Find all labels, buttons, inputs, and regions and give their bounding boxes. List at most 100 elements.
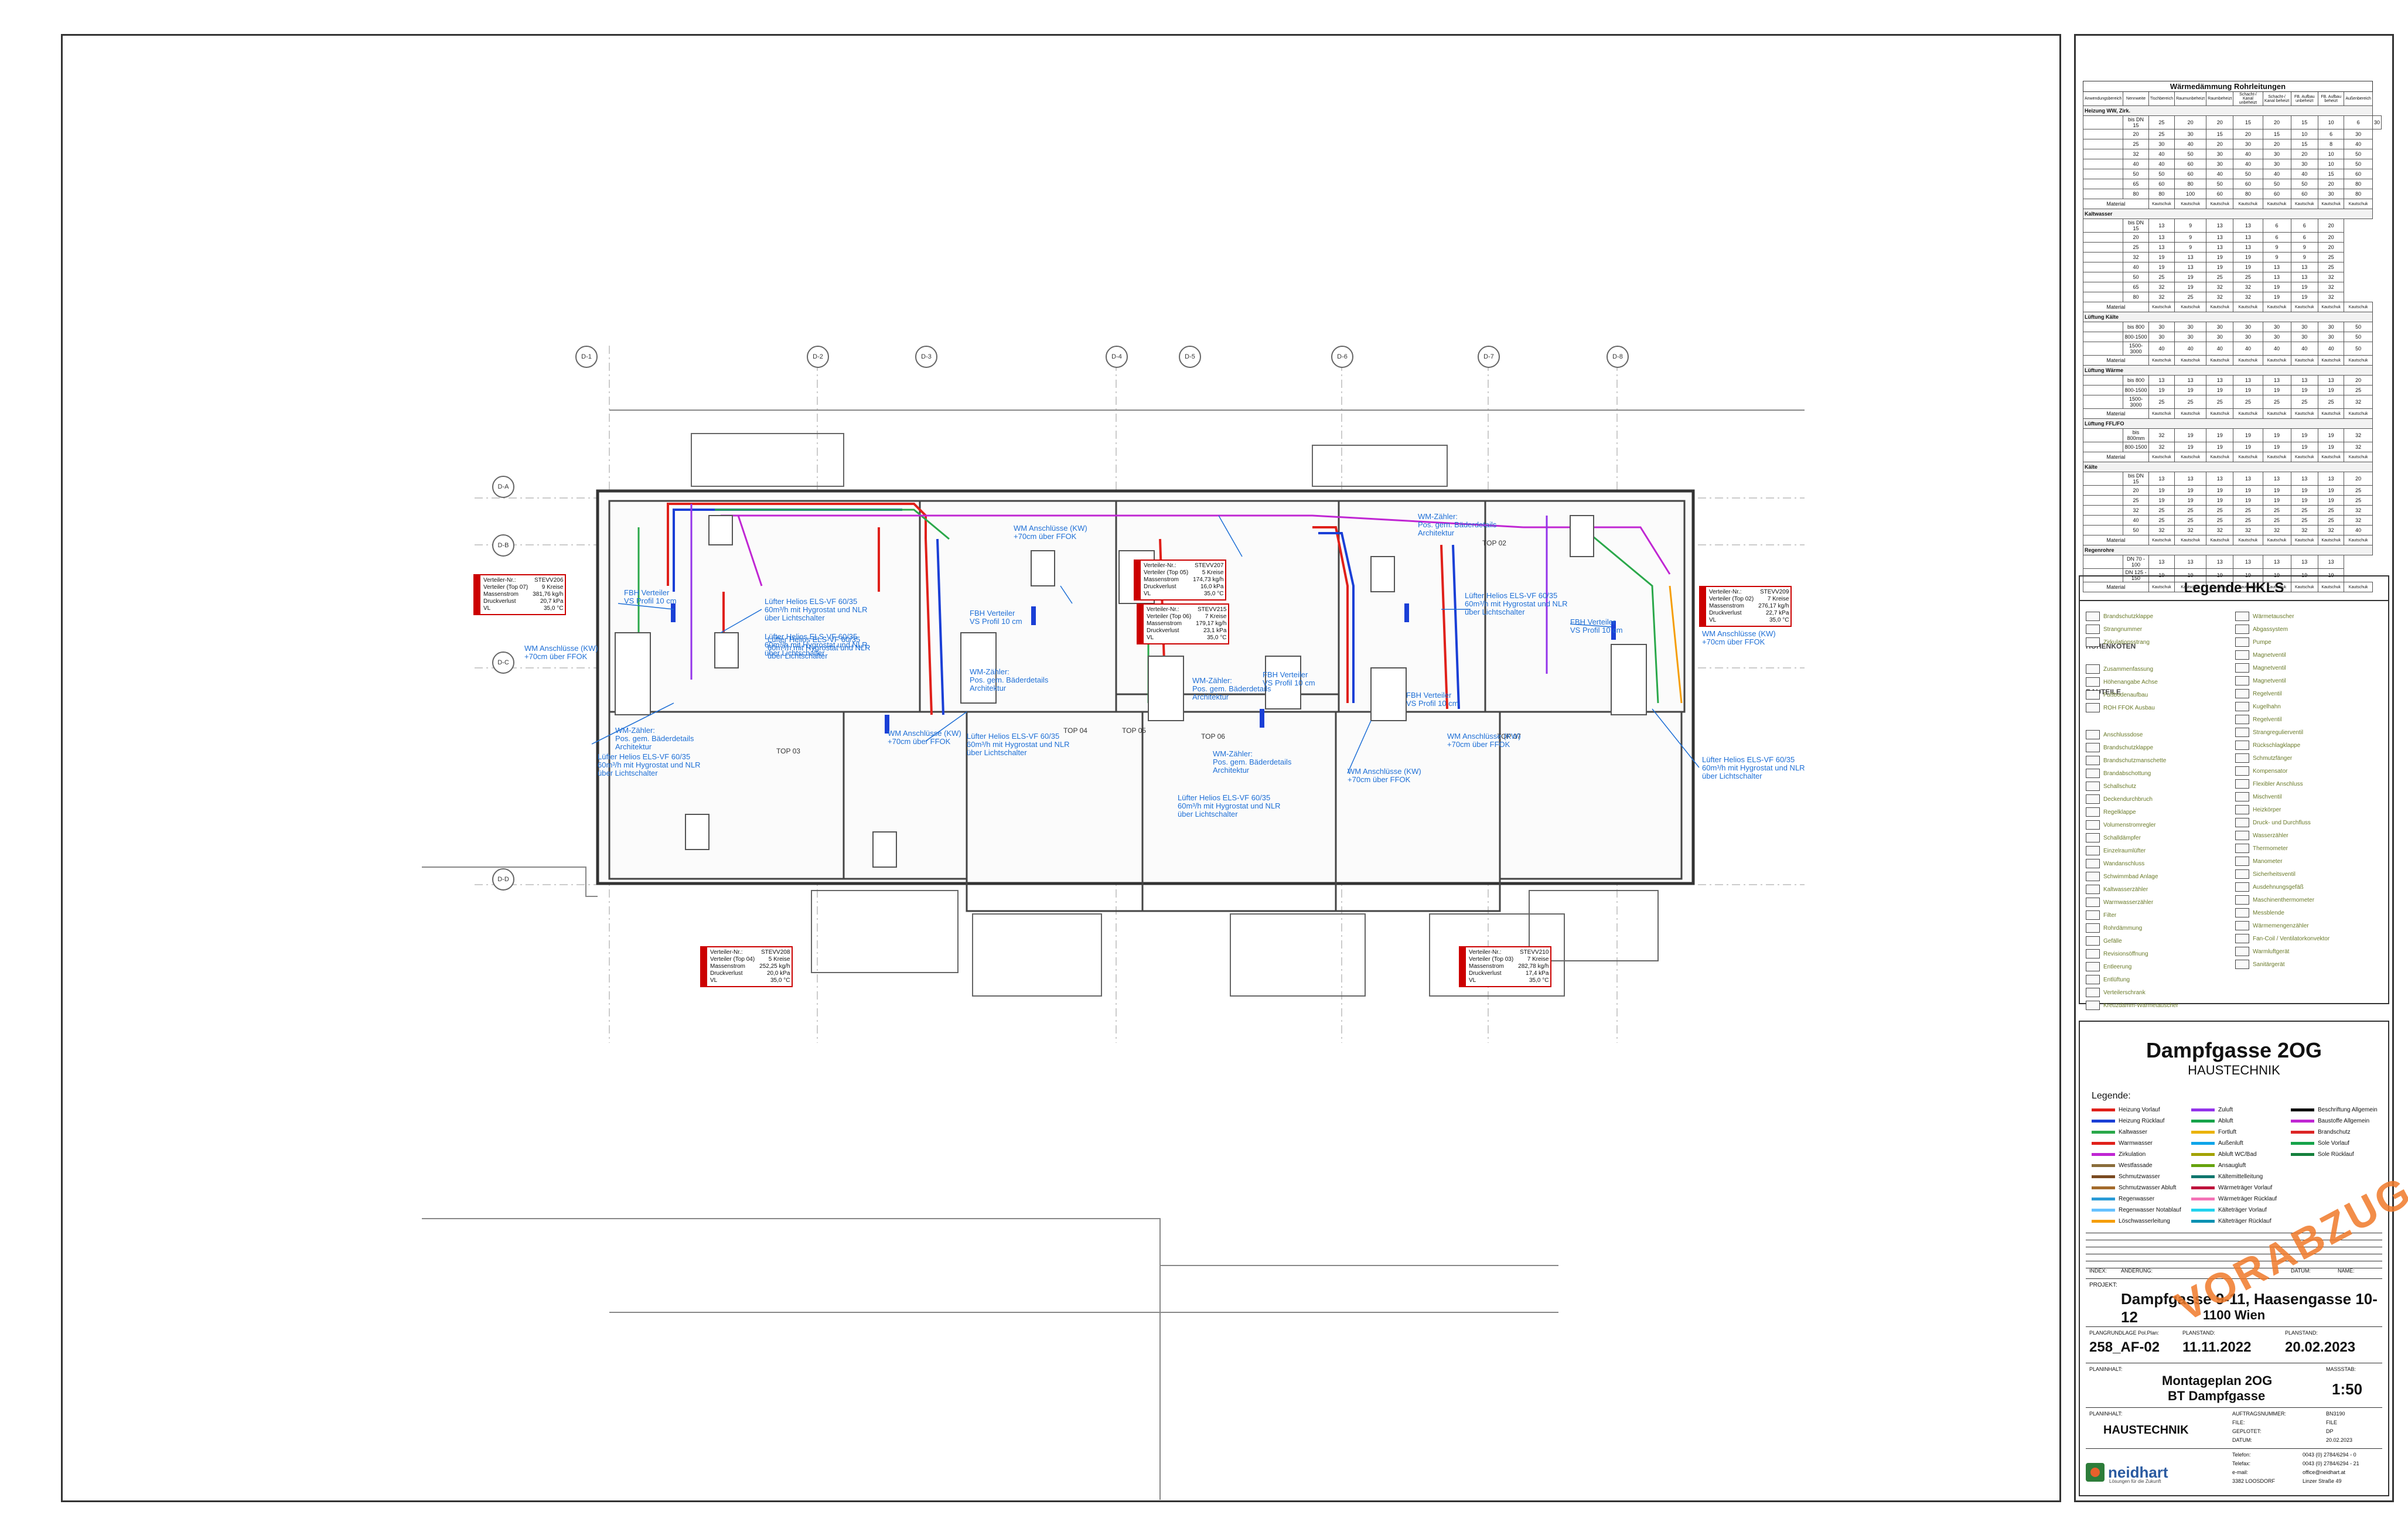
legend-symbol-icon [2235, 766, 2249, 776]
legend-item: Entleerung [2086, 962, 2131, 971]
company-logo: neidhart Lösungen für die Zukunft [2086, 1456, 2174, 1488]
legend-item-label: Warmwasserzähler [2103, 899, 2154, 906]
line-legend-label: Abluft [2218, 1118, 2233, 1124]
distributor-box-marker [1138, 605, 1144, 643]
legend-item: Druck- und Durchfluss [2235, 818, 2311, 827]
table-cell: 25 [2290, 505, 2318, 516]
legend-item: Deckendurchbruch [2086, 794, 2153, 804]
legend-item: Kreuzdämm-Wärmetauscher [2086, 1001, 2178, 1010]
axis-bubble-left: D-C [492, 651, 514, 674]
table-cell [2082, 428, 2124, 442]
legend-item: Fußbodenaufbau [2086, 690, 2148, 700]
table-cell: 20 [2317, 242, 2345, 253]
distributor-row-label: Verteiler (Top 07) [483, 584, 528, 591]
contact-label: 3382 LOOSDORF [2232, 1478, 2276, 1484]
table-cell: 25 [2262, 515, 2291, 526]
table-cell: bis 800 [2123, 322, 2149, 332]
distributor-row-value: 23,1 kPa [1203, 627, 1227, 634]
table-cell: 30 [2262, 332, 2291, 342]
table-cell: 25 [2123, 242, 2149, 253]
legend-item: Manometer [2235, 857, 2283, 866]
table-cell: 19 [2317, 442, 2345, 452]
table-cell: 13 [2233, 472, 2263, 486]
line-legend-label: Schmutzwasser [2119, 1174, 2160, 1180]
distributor-box-marker [1700, 587, 1706, 626]
line-legend-label: Abluft WC/Bad [2218, 1151, 2257, 1158]
distributor-row-value: 35,0 °C [1203, 591, 1224, 597]
table-cell: 32 [2262, 525, 2291, 535]
line-legend-label: Heizung Vorlauf [2119, 1107, 2160, 1113]
table-cell: 20 [2206, 139, 2234, 149]
legend-item: Rohrdämmung [2086, 923, 2142, 933]
table-cell: 13 [2174, 262, 2207, 272]
table-cell: 30 [2262, 159, 2291, 169]
distributor-row-value: STEVV215 [1197, 606, 1227, 613]
table-cell: bis DN 15 [2123, 219, 2149, 233]
line-legend-item: Kälteträger Vorlauf [2191, 1207, 2267, 1213]
distributor-row-value: 16,0 kPa [1200, 584, 1224, 590]
table-section-name: Kälte [2083, 462, 2373, 472]
title-block: Dampfgasse 2OG HAUSTECHNIK Legende: Heiz… [2079, 1021, 2389, 1496]
legend-item-label: Brandschutzmanschette [2103, 757, 2167, 764]
plan-annotation-label: FBH Verteiler VS Profil 10 cm [970, 609, 1022, 626]
legend-item: Warmwasserzähler [2086, 898, 2153, 907]
legend-symbol-icon [2086, 756, 2100, 765]
meta-label: DATUM: [2232, 1437, 2252, 1443]
plan-annotation-label: Lüfter Helios ELS-VF 60/35 60m³/h mit Hy… [1465, 591, 1568, 616]
drawing-frame [61, 34, 2061, 1502]
table-cell: 32 [2123, 149, 2149, 159]
distributor-row-label: Massenstrom [483, 591, 519, 598]
axis-bubble-top: D-3 [915, 346, 937, 368]
table-cell: 50 [2262, 179, 2291, 189]
axis-bubble-left: D-A [492, 476, 514, 498]
table-cell: Kautschuk [2148, 582, 2175, 592]
line-legend-item: Beschriftung Allgemein [2291, 1107, 2378, 1113]
axis-bubble-top: D-1 [575, 346, 598, 368]
table-cell: Kautschuk [2174, 408, 2207, 419]
table-cell: 60 [2290, 189, 2318, 199]
table-cell: 19 [2206, 428, 2234, 442]
table-cell: 30 [2148, 322, 2175, 332]
table-cell: 19 [2290, 385, 2318, 395]
line-legend-item: Außenluft [2191, 1140, 2243, 1147]
table-cell: 19 [2174, 272, 2207, 282]
haustechnik-label: PLANINHALT: [2089, 1411, 2123, 1417]
table-cell: 32 [2206, 292, 2234, 302]
line-legend-swatch [2092, 1198, 2115, 1200]
plangrundlage-date-label: PLANSTAND: [2182, 1330, 2215, 1336]
legend-item: Verteilerschrank [2086, 988, 2146, 997]
table-cell: 40 [2344, 139, 2373, 149]
table-cell: 19 [2206, 262, 2234, 272]
table-cell: Kautschuk [2290, 408, 2318, 419]
table-cell [2082, 515, 2124, 526]
line-legend-item: Schmutzwasser [2092, 1174, 2160, 1180]
table-cell: 25 [2206, 395, 2234, 409]
line-legend-swatch [2191, 1175, 2215, 1178]
table-cell: 65 [2123, 179, 2149, 189]
table-cell: 80 [2344, 189, 2373, 199]
table-cell: Kautschuk [2148, 199, 2175, 209]
line-legend-swatch [2191, 1198, 2215, 1200]
distributor-row-value: 5 Kreise [1202, 569, 1224, 576]
table-cell: 32 [2206, 282, 2234, 292]
legend-item-label: Strangnummer [2103, 626, 2143, 633]
index-header: ÄNDERUNG: [2121, 1268, 2153, 1274]
table-cell: 25 [2148, 115, 2175, 129]
distributor-row-value: 381,76 kg/h [533, 591, 564, 598]
legend-item: Kompensator [2235, 766, 2287, 776]
table-cell: 25 [2233, 505, 2263, 516]
table-cell: 13 [2317, 472, 2345, 486]
table-cell: 9 [2174, 242, 2207, 253]
table-material-label: Material [2083, 535, 2149, 545]
table-cell: Kautschuk [2233, 199, 2263, 209]
legend-item: Gefälle [2086, 936, 2122, 946]
table-cell: Kautschuk [2317, 355, 2345, 366]
table-cell: 80 [2174, 179, 2207, 189]
